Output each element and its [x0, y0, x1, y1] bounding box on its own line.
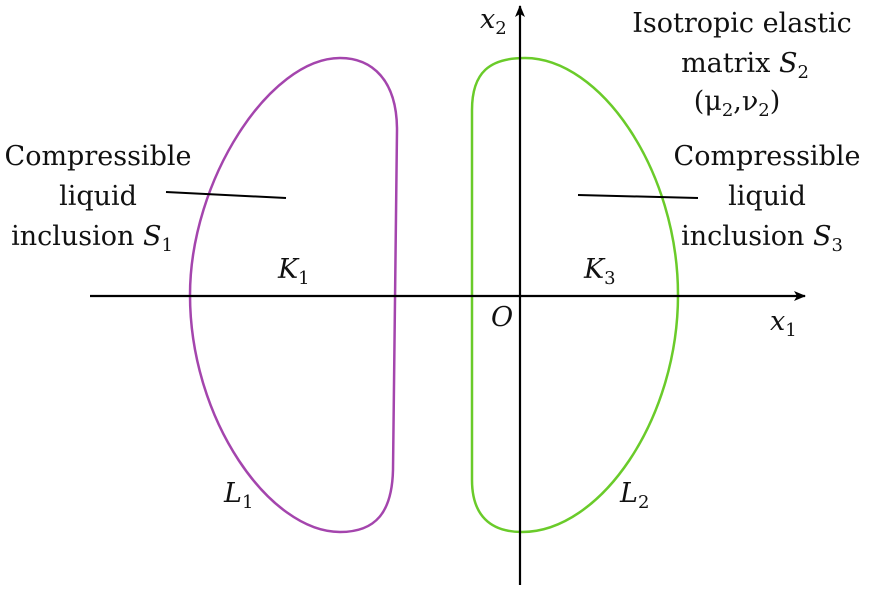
leader-line-s1 [165, 191, 287, 199]
right-label-line2: liquid [728, 181, 806, 212]
right-label-line3: inclusion S3 [681, 221, 843, 256]
matrix-params: (μ2,ν2) [694, 86, 781, 121]
left-label-line1: Compressible [5, 141, 192, 172]
left-label-line3: inclusion S1 [11, 221, 173, 256]
x2-label: x2 [480, 4, 507, 39]
leader-line-s3 [577, 194, 699, 199]
matrix-line2: matrix S2 [681, 48, 809, 83]
left-label-line2: liquid [59, 181, 137, 212]
l2-label: L2 [619, 478, 649, 513]
x1-label: x1 [770, 306, 797, 341]
k1-label: K1 [277, 254, 310, 289]
matrix-line1: Isotropic elastic [632, 8, 852, 39]
origin-label: O [491, 302, 513, 333]
k3-label: K3 [583, 254, 616, 289]
right-label-line1: Compressible [674, 141, 861, 172]
l1-label: L1 [223, 478, 253, 513]
